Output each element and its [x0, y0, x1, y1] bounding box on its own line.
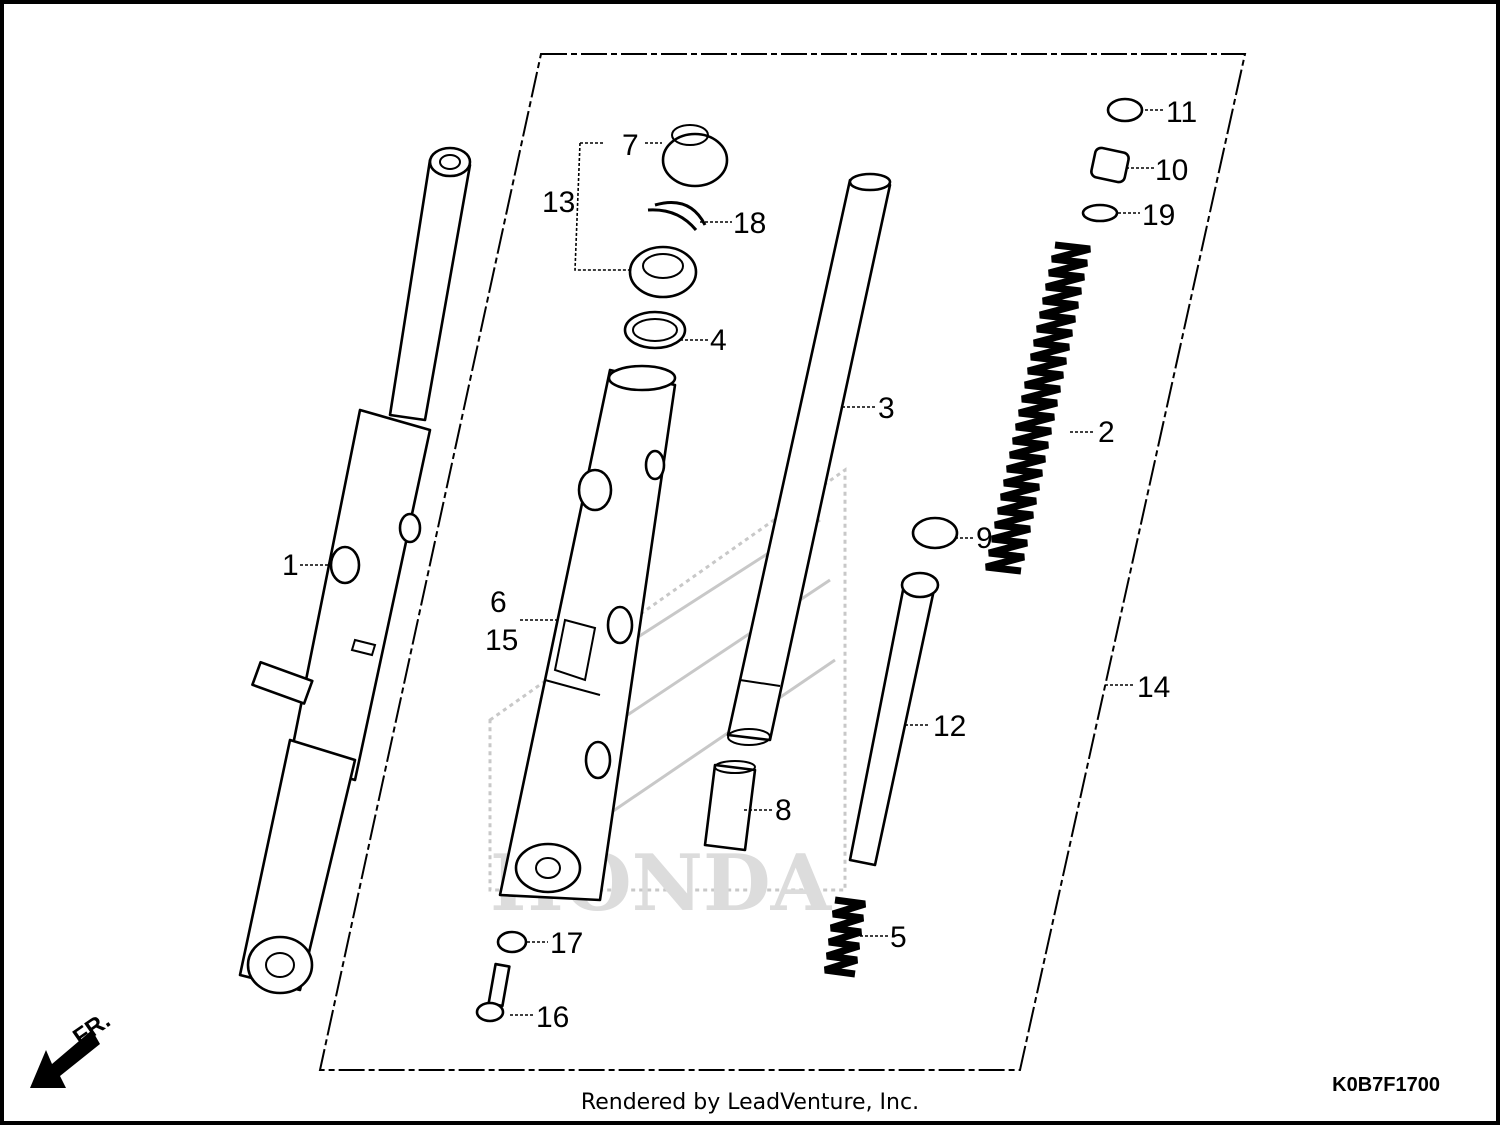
callout-17: 17 — [550, 927, 583, 960]
callout-15: 15 — [485, 624, 518, 657]
callout-10: 10 — [1155, 154, 1188, 187]
callout-4: 4 — [710, 324, 727, 357]
callout-9: 9 — [976, 522, 993, 555]
part-5-rebound-spring[interactable] — [823, 896, 867, 978]
leader-lines — [300, 109, 1165, 1016]
callout-11: 11 — [1166, 96, 1197, 129]
part-13-oil-seal[interactable] — [628, 245, 698, 299]
callout-3: 3 — [878, 392, 895, 425]
part-4-washer[interactable] — [623, 310, 687, 350]
callout-7: 7 — [622, 129, 639, 162]
part-1-fork-leg[interactable] — [238, 146, 472, 995]
callout-18: 18 — [733, 207, 766, 240]
part-3-fork-pipe[interactable] — [726, 172, 892, 746]
diagram-code: K0B7F1700 — [1332, 1074, 1440, 1096]
callout-13: 13 — [542, 186, 575, 219]
callout-12: 12 — [933, 710, 966, 743]
callout-14: 14 — [1137, 671, 1170, 704]
part-19-o-ring[interactable] — [1081, 203, 1119, 223]
part-6-right-fork-leg[interactable] — [498, 364, 677, 902]
kit-boundary — [318, 53, 1247, 1071]
callout-labels: 1 2 3 4 5 6 7 8 9 10 11 12 13 14 15 16 1… — [282, 96, 1197, 1034]
callout-8: 8 — [775, 794, 792, 827]
part-10-bolt[interactable] — [1090, 146, 1130, 184]
part-16-bolt[interactable] — [475, 962, 511, 1023]
front-direction-arrow: FR. — [30, 1007, 115, 1088]
part-12-piston[interactable] — [848, 571, 940, 867]
part-8-slider[interactable] — [703, 760, 757, 852]
callout-1: 1 — [282, 549, 299, 582]
callout-16: 16 — [536, 1001, 569, 1034]
callout-19: 19 — [1142, 199, 1175, 232]
callout-2: 2 — [1098, 416, 1115, 449]
part-7-dust-seal[interactable] — [661, 124, 729, 188]
callout-6: 6 — [490, 586, 507, 619]
part-17-washer[interactable] — [496, 930, 528, 954]
part-18-clip[interactable] — [647, 201, 707, 231]
render-credit: Rendered by LeadVenture, Inc. — [580, 1090, 920, 1115]
callout-5: 5 — [890, 921, 907, 954]
part-11-clip[interactable] — [1106, 97, 1144, 123]
part-2-fork-spring[interactable] — [985, 241, 1091, 575]
part-9-piston-ring[interactable] — [911, 516, 959, 550]
